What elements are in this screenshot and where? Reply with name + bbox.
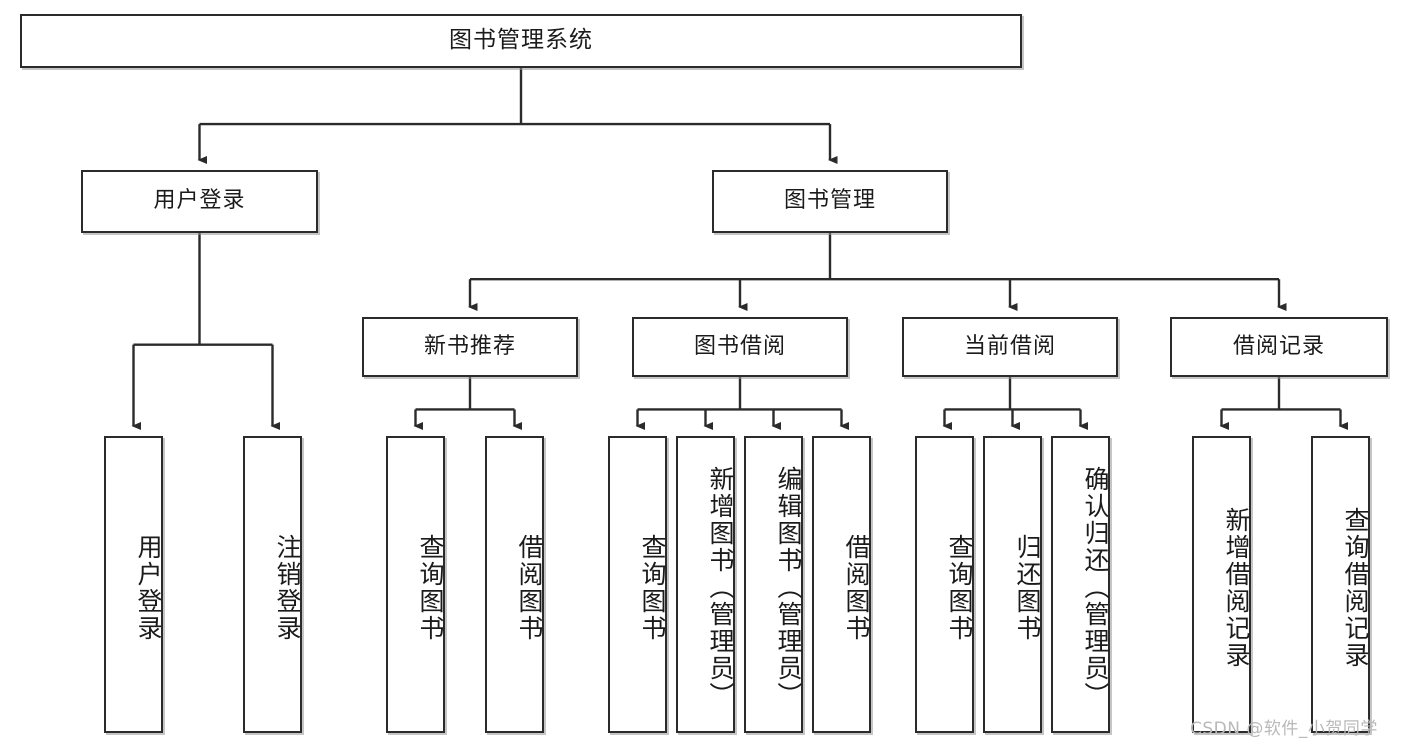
node-leaf-user-login[interactable]: 用户登录 (104, 436, 163, 733)
node-leaf-bb-edit[interactable]: 编辑图书（管理员） (744, 436, 803, 733)
node-user-login[interactable]: 用户登录 (81, 170, 318, 233)
node-leaf-bb-borrow[interactable]: 借阅图书 (812, 436, 871, 733)
node-leaf-rec-borrow[interactable]: 借阅图书 (485, 436, 544, 733)
node-leaf-br-query[interactable]: 查询借阅记录 (1311, 436, 1370, 733)
node-root[interactable]: 图书管理系统 (20, 14, 1022, 68)
node-book-borrow[interactable]: 图书借阅 (632, 317, 848, 377)
node-leaf-cb-confirm[interactable]: 确认归还（管理员） (1051, 436, 1110, 733)
watermark-text: CSDN @软件_小贺同学 (1190, 719, 1378, 739)
node-leaf-br-add[interactable]: 新增借阅记录 (1192, 436, 1251, 733)
node-leaf-bb-add[interactable]: 新增图书（管理员） (676, 436, 735, 733)
node-leaf-cb-query[interactable]: 查询图书 (915, 436, 974, 733)
node-current-borrow[interactable]: 当前借阅 (902, 317, 1118, 377)
node-leaf-cb-return[interactable]: 归还图书 (983, 436, 1042, 733)
node-leaf-rec-query[interactable]: 查询图书 (386, 436, 445, 733)
node-book-manage[interactable]: 图书管理 (712, 170, 948, 233)
node-leaf-bb-query[interactable]: 查询图书 (608, 436, 667, 733)
node-borrow-record[interactable]: 借阅记录 (1170, 317, 1388, 377)
node-new-book-rec[interactable]: 新书推荐 (362, 317, 578, 377)
node-leaf-logout[interactable]: 注销登录 (243, 436, 302, 733)
